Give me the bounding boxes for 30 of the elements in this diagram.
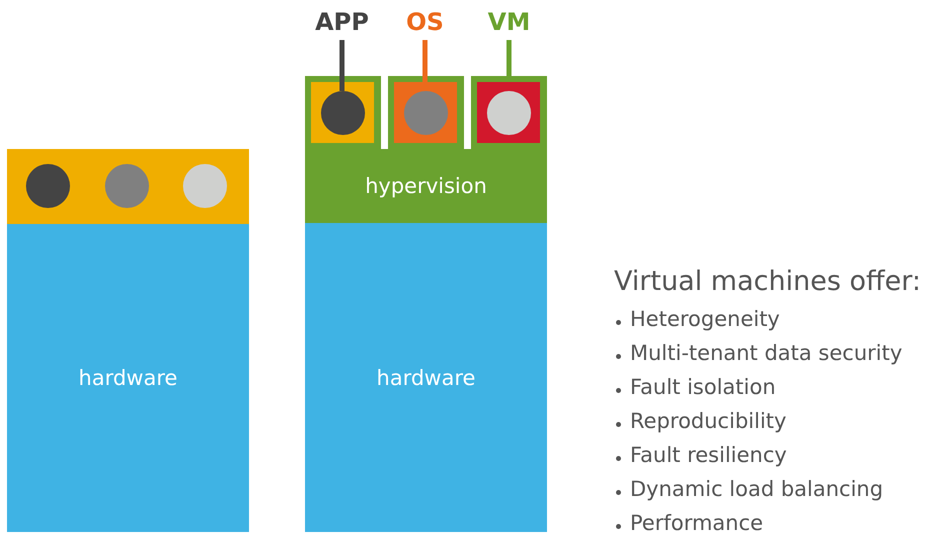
app-circle [183,164,227,208]
layer-label: OS [385,4,465,40]
os-box [311,82,374,143]
list-item: Performance [630,511,764,535]
app-circle [26,164,70,208]
os-box [394,82,457,143]
app-circle [321,91,365,135]
list-item: Reproducibility [630,409,786,433]
list-item: Fault isolation [630,375,776,399]
list-item: Dynamic load balancing [630,477,884,501]
list-item: Multi-tenant data security [630,341,902,365]
hardware-block: hardware [7,224,249,532]
vm-box [471,76,547,149]
leader-line [506,40,512,76]
layer-label: APP [302,4,382,40]
app-circle [105,164,149,208]
list-item: Fault resiliency [630,443,787,467]
app-circle [487,91,531,135]
os-box [477,82,540,143]
list-heading: Virtual machines offer: [614,266,921,297]
list-item: Heterogeneity [630,307,780,331]
layer-label: VM [469,4,549,40]
layer-bar [7,149,249,224]
app-circle [404,91,448,135]
vm-box [388,76,464,149]
hypervisor-layer: hypervision [305,149,547,223]
vm-box [305,76,381,149]
hardware-block: hardware [305,223,547,532]
leader-line [340,40,344,91]
leader-line [422,40,428,82]
